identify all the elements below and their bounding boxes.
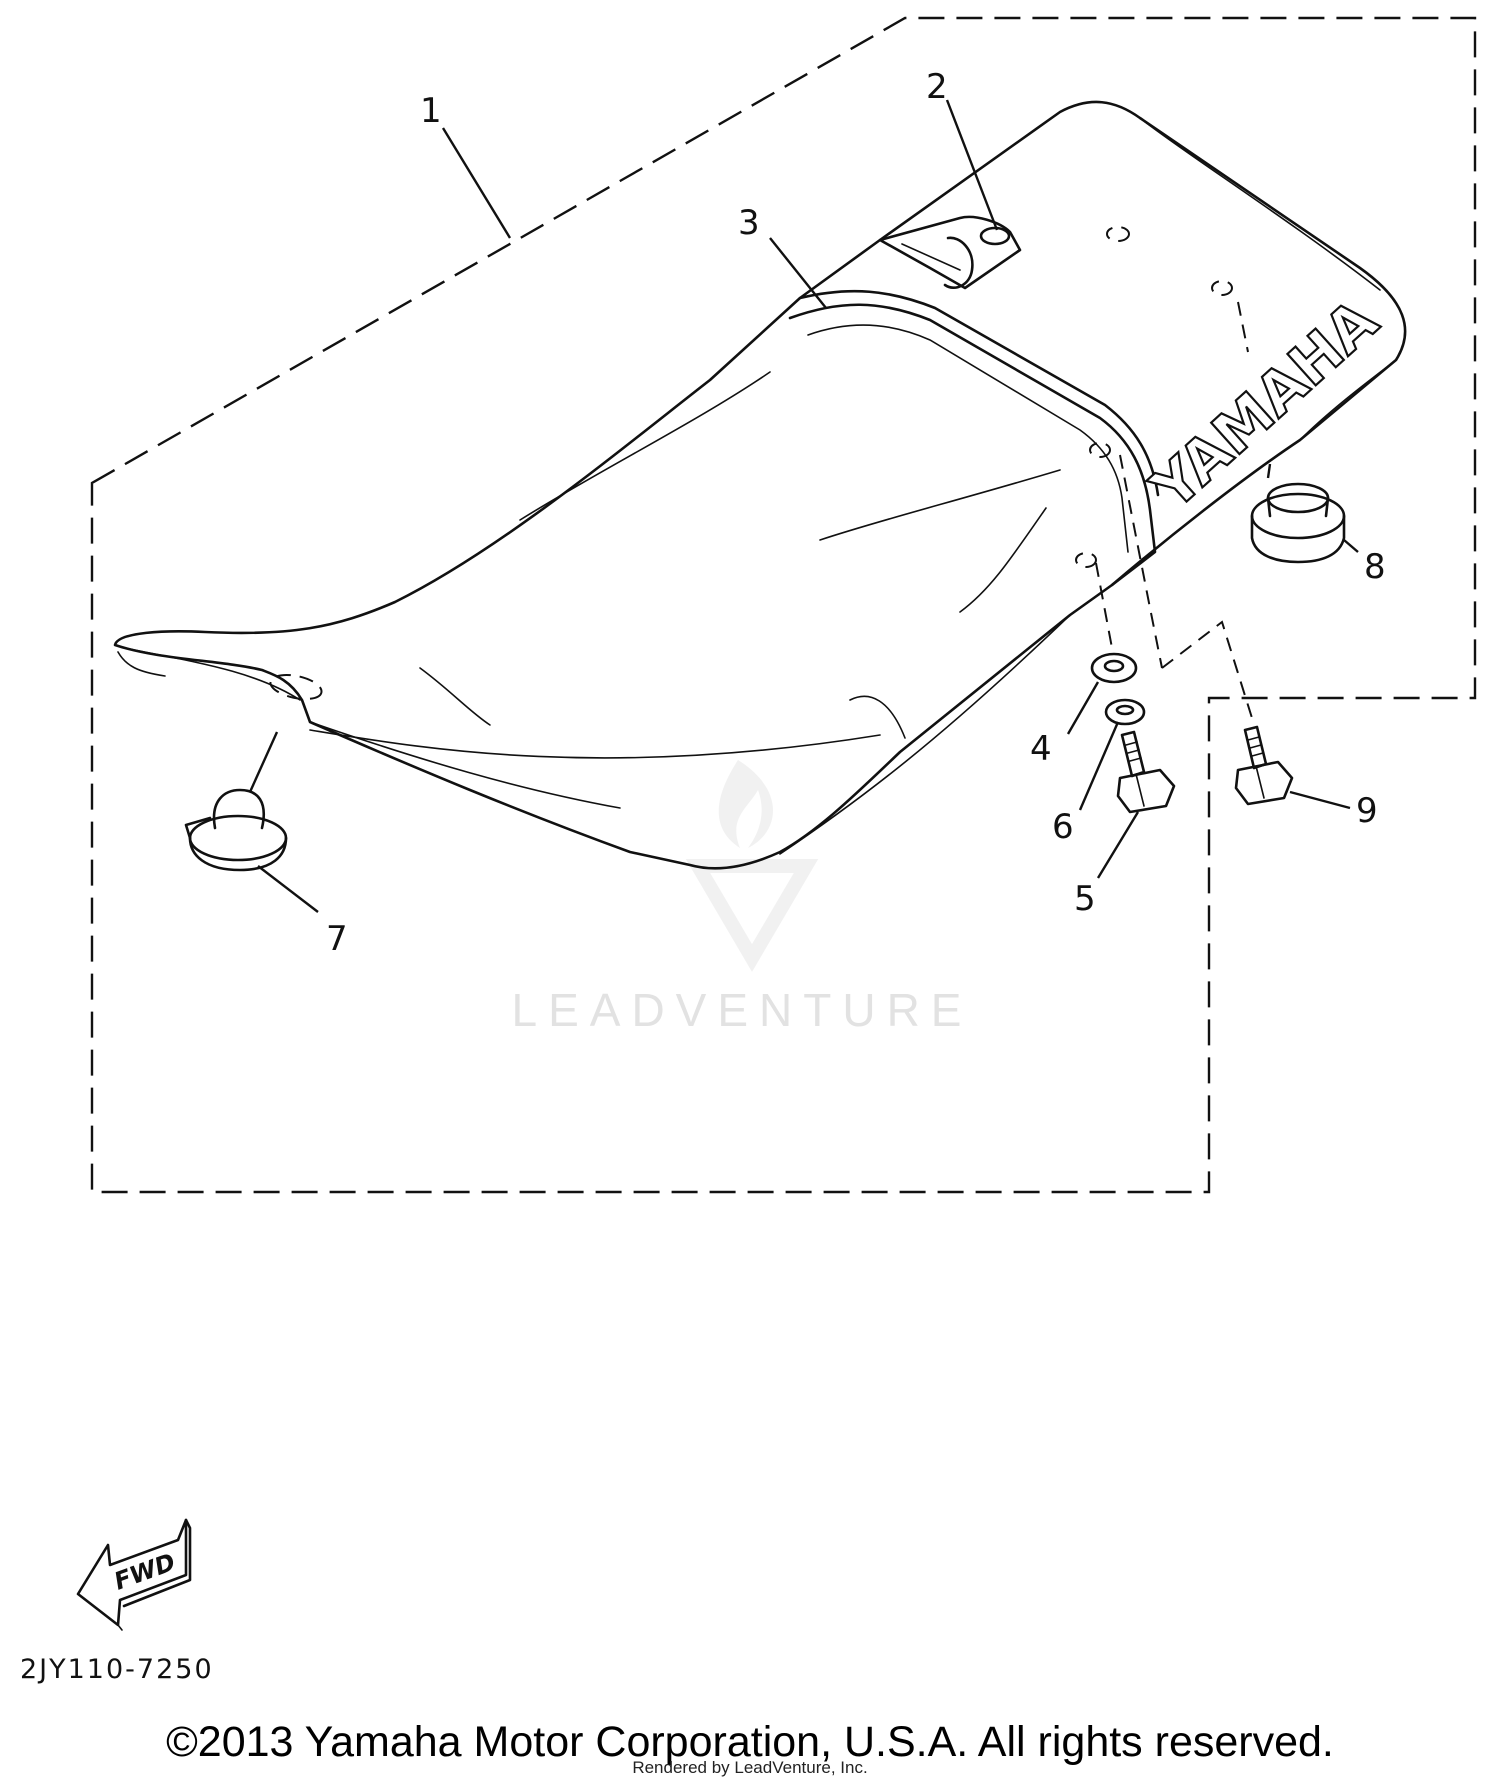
part-5-bolt bbox=[1116, 730, 1176, 814]
axis-line-right bbox=[1161, 620, 1253, 719]
part-9-bolt bbox=[1234, 725, 1294, 806]
callout-9: 9 bbox=[1356, 791, 1378, 831]
part-6-collar bbox=[1104, 698, 1146, 726]
leader-8a bbox=[1266, 463, 1272, 479]
leader-4 bbox=[1066, 681, 1100, 735]
axis-line-rear bbox=[1237, 301, 1249, 353]
watermark-text: LEADVENTURE bbox=[512, 984, 973, 1036]
callout-4: 4 bbox=[1030, 729, 1052, 769]
callout-1: 1 bbox=[420, 91, 442, 131]
leader-8 bbox=[1343, 539, 1359, 553]
seat-drawing: YAMAHA bbox=[113, 100, 1407, 870]
seat-brand-text: YAMAHA bbox=[1138, 286, 1390, 523]
callout-6: 6 bbox=[1052, 807, 1074, 847]
assembly-boundary bbox=[90, 16, 1477, 1194]
callout-8: 8 bbox=[1364, 547, 1386, 587]
leader-7 bbox=[248, 731, 279, 793]
axis-line-left bbox=[1095, 562, 1113, 649]
leader-1 bbox=[441, 127, 512, 239]
leader-5 bbox=[1096, 811, 1140, 879]
callout-2: 2 bbox=[926, 67, 948, 107]
callout-3: 3 bbox=[738, 203, 760, 243]
diagram-code: 2JY110-7250 bbox=[20, 1654, 214, 1685]
part-4-washer bbox=[1090, 652, 1138, 684]
leader-7b bbox=[257, 865, 319, 913]
copyright-notice: ©2013 Yamaha Motor Corporation, U.S.A. A… bbox=[166, 1718, 1334, 1766]
forward-arrow-icon: FWD bbox=[76, 1518, 192, 1631]
watermark-logo bbox=[685, 760, 819, 972]
leader-3 bbox=[769, 237, 827, 309]
rendered-by-note: Rendered by LeadVenture, Inc. bbox=[632, 1758, 868, 1777]
callout-5: 5 bbox=[1074, 879, 1096, 919]
leader-2 bbox=[945, 99, 999, 231]
callout-7: 7 bbox=[326, 919, 348, 959]
leader-6 bbox=[1078, 721, 1120, 811]
axis-line-strap bbox=[1119, 454, 1163, 669]
part-8-damper bbox=[1250, 482, 1346, 564]
part-7-damper bbox=[184, 788, 288, 872]
leader-9 bbox=[1289, 790, 1351, 810]
